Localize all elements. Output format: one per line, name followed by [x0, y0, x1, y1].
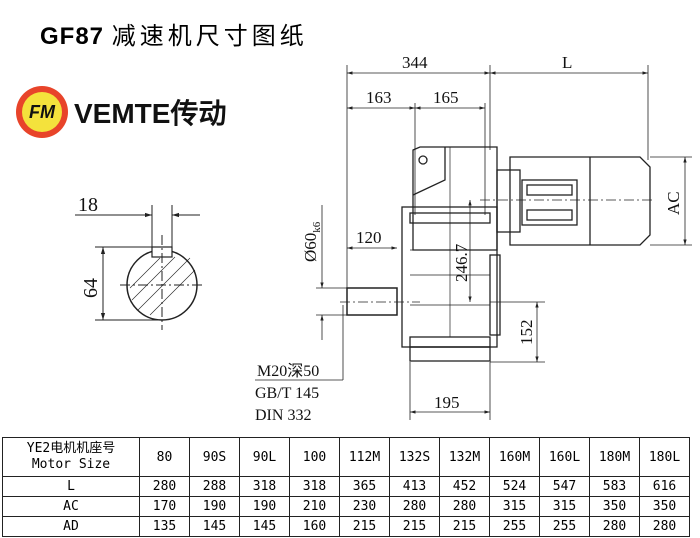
value-cell: 318 [239, 476, 290, 497]
dim-shaft-height: 64 [80, 278, 102, 298]
value-cell: 190 [239, 496, 290, 517]
value-cell: 280 [439, 496, 490, 517]
brand-name: VEMTE传动 [74, 98, 227, 129]
value-cell: 452 [439, 476, 490, 497]
value-cell: 524 [489, 476, 540, 497]
value-cell: 145 [189, 516, 240, 537]
row-label: AC [2, 496, 140, 517]
dim-163: 163 [366, 88, 392, 107]
title-text: 减速机尺寸图纸 [111, 22, 308, 50]
dim-120: 120 [356, 228, 382, 247]
value-cell: 145 [239, 516, 290, 537]
dim-L: L [562, 53, 572, 72]
value-cell: 318 [289, 476, 340, 497]
value-cell: 190 [189, 496, 240, 517]
value-cell: 280 [139, 476, 190, 497]
value-cell: 365 [339, 476, 390, 497]
value-cell: 288 [189, 476, 240, 497]
value-cell: 255 [489, 516, 540, 537]
value-cell: 160 [289, 516, 340, 537]
value-cell: 280 [589, 516, 640, 537]
model-name: GF87 [40, 23, 105, 50]
note-din: DIN 332 [255, 407, 311, 424]
note-gb: GB/T 145 [255, 385, 319, 402]
note-thread: M20深50 [257, 362, 319, 380]
size-cell: 112M [339, 437, 390, 477]
value-cell: 215 [389, 516, 440, 537]
size-cell: 160M [489, 437, 540, 477]
dimension-lines [255, 65, 692, 420]
dim-195: 195 [434, 393, 460, 412]
dim-key-width: 18 [78, 194, 98, 216]
size-cell: 160L [539, 437, 590, 477]
value-cell: 315 [539, 496, 590, 517]
value-cell: 583 [589, 476, 640, 497]
dim-shaft-diameter: Ø60k6 [301, 221, 323, 262]
value-cell: 280 [639, 516, 690, 537]
motor-body [480, 156, 655, 246]
value-cell: 135 [139, 516, 190, 537]
size-cell: 90L [239, 437, 290, 477]
dim-AC: AC [664, 191, 683, 215]
value-cell: 315 [489, 496, 540, 517]
value-cell: 350 [639, 496, 690, 517]
row-label: L [2, 476, 140, 497]
dim-246-7: 246.7 [452, 243, 471, 282]
value-cell: 350 [589, 496, 640, 517]
shaft-section-view [75, 205, 205, 330]
size-cell: 132S [389, 437, 440, 477]
size-cell: 90S [189, 437, 240, 477]
value-cell: 215 [439, 516, 490, 537]
value-cell: 255 [539, 516, 590, 537]
size-cell: 180L [639, 437, 690, 477]
value-cell: 215 [339, 516, 390, 537]
value-cell: 547 [539, 476, 590, 497]
logo-mark: FM [22, 92, 62, 132]
value-cell: 210 [289, 496, 340, 517]
size-cell: 132M [439, 437, 490, 477]
size-cell: 100 [289, 437, 340, 477]
value-cell: 280 [389, 496, 440, 517]
value-cell: 616 [639, 476, 690, 497]
value-cell: 170 [139, 496, 190, 517]
dim-344: 344 [402, 53, 428, 72]
dim-152: 152 [517, 320, 536, 346]
value-cell: 230 [339, 496, 390, 517]
row-label: AD [2, 516, 140, 537]
dim-165: 165 [433, 88, 459, 107]
size-cell: 180M [589, 437, 640, 477]
gearbox-body [340, 146, 501, 362]
page-title: GF87 减速机尺寸图纸 [40, 16, 308, 51]
brand-logo: FM [16, 86, 68, 138]
technical-drawing: 18 64 [75, 53, 692, 424]
size-cell: 80 [139, 437, 190, 477]
value-cell: 413 [389, 476, 440, 497]
